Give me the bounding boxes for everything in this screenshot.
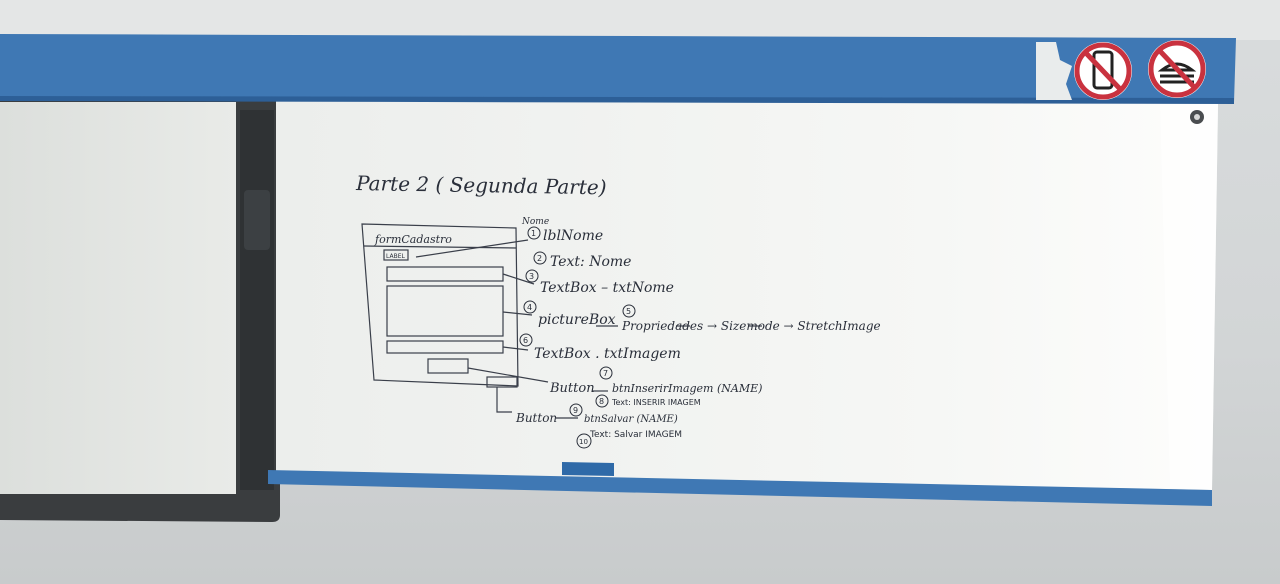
- step-9: 9: [573, 406, 578, 415]
- label-text-nome: Text: Nome: [550, 254, 631, 270]
- top-blue-rail: [0, 34, 1236, 104]
- handwritten-notes: Parte 2 ( Segunda Parte) formCadastro LA…: [355, 171, 881, 449]
- step-1: 1: [531, 229, 536, 238]
- left-smart-board: [0, 96, 280, 522]
- label-btn-salvar: btnSalvar (NAME): [584, 414, 678, 425]
- step-2: 2: [537, 254, 542, 263]
- name-tag: Nome: [521, 217, 549, 227]
- step-5: 5: [626, 307, 631, 316]
- form-label: formCadastro: [374, 233, 452, 246]
- step-3: 3: [529, 272, 534, 281]
- bottom-marker-tray: [268, 462, 1212, 506]
- step-4: 4: [527, 303, 532, 312]
- form-sketch: [361, 223, 762, 419]
- no-food-sign-icon: [1148, 40, 1206, 98]
- label-textbox-nome: TextBox – txtNome: [540, 280, 674, 296]
- board-title: Parte 2 ( Segunda Parte): [355, 171, 607, 199]
- label-text-inserir: Text: INSERIR IMAGEM: [611, 398, 701, 407]
- whiteboard: [276, 100, 1218, 490]
- step-6: 6: [523, 336, 528, 345]
- label-propriedades: Propriedades → Sizemode → StretchImage: [621, 319, 881, 333]
- step-8: 8: [599, 397, 604, 406]
- step-10: 10: [579, 438, 588, 446]
- label-button-2: Button: [515, 411, 557, 425]
- wall: [0, 0, 1280, 40]
- label-picturebox: pictureBox: [538, 312, 616, 328]
- label-lblnome: lblNome: [543, 228, 603, 244]
- form-label-small: LABEL: [386, 253, 405, 260]
- no-phone-sign-icon: [1074, 42, 1132, 100]
- label-text-salvar: Text: Salvar IMAGEM: [589, 430, 682, 440]
- step-7: 7: [603, 369, 608, 378]
- label-button-1: Button: [549, 381, 595, 396]
- small-logo-icon: [1190, 110, 1204, 124]
- label-btn-inserir: btnInserirImagem (NAME): [612, 382, 762, 395]
- label-textbox-imagem: TextBox . txtImagem: [534, 346, 681, 362]
